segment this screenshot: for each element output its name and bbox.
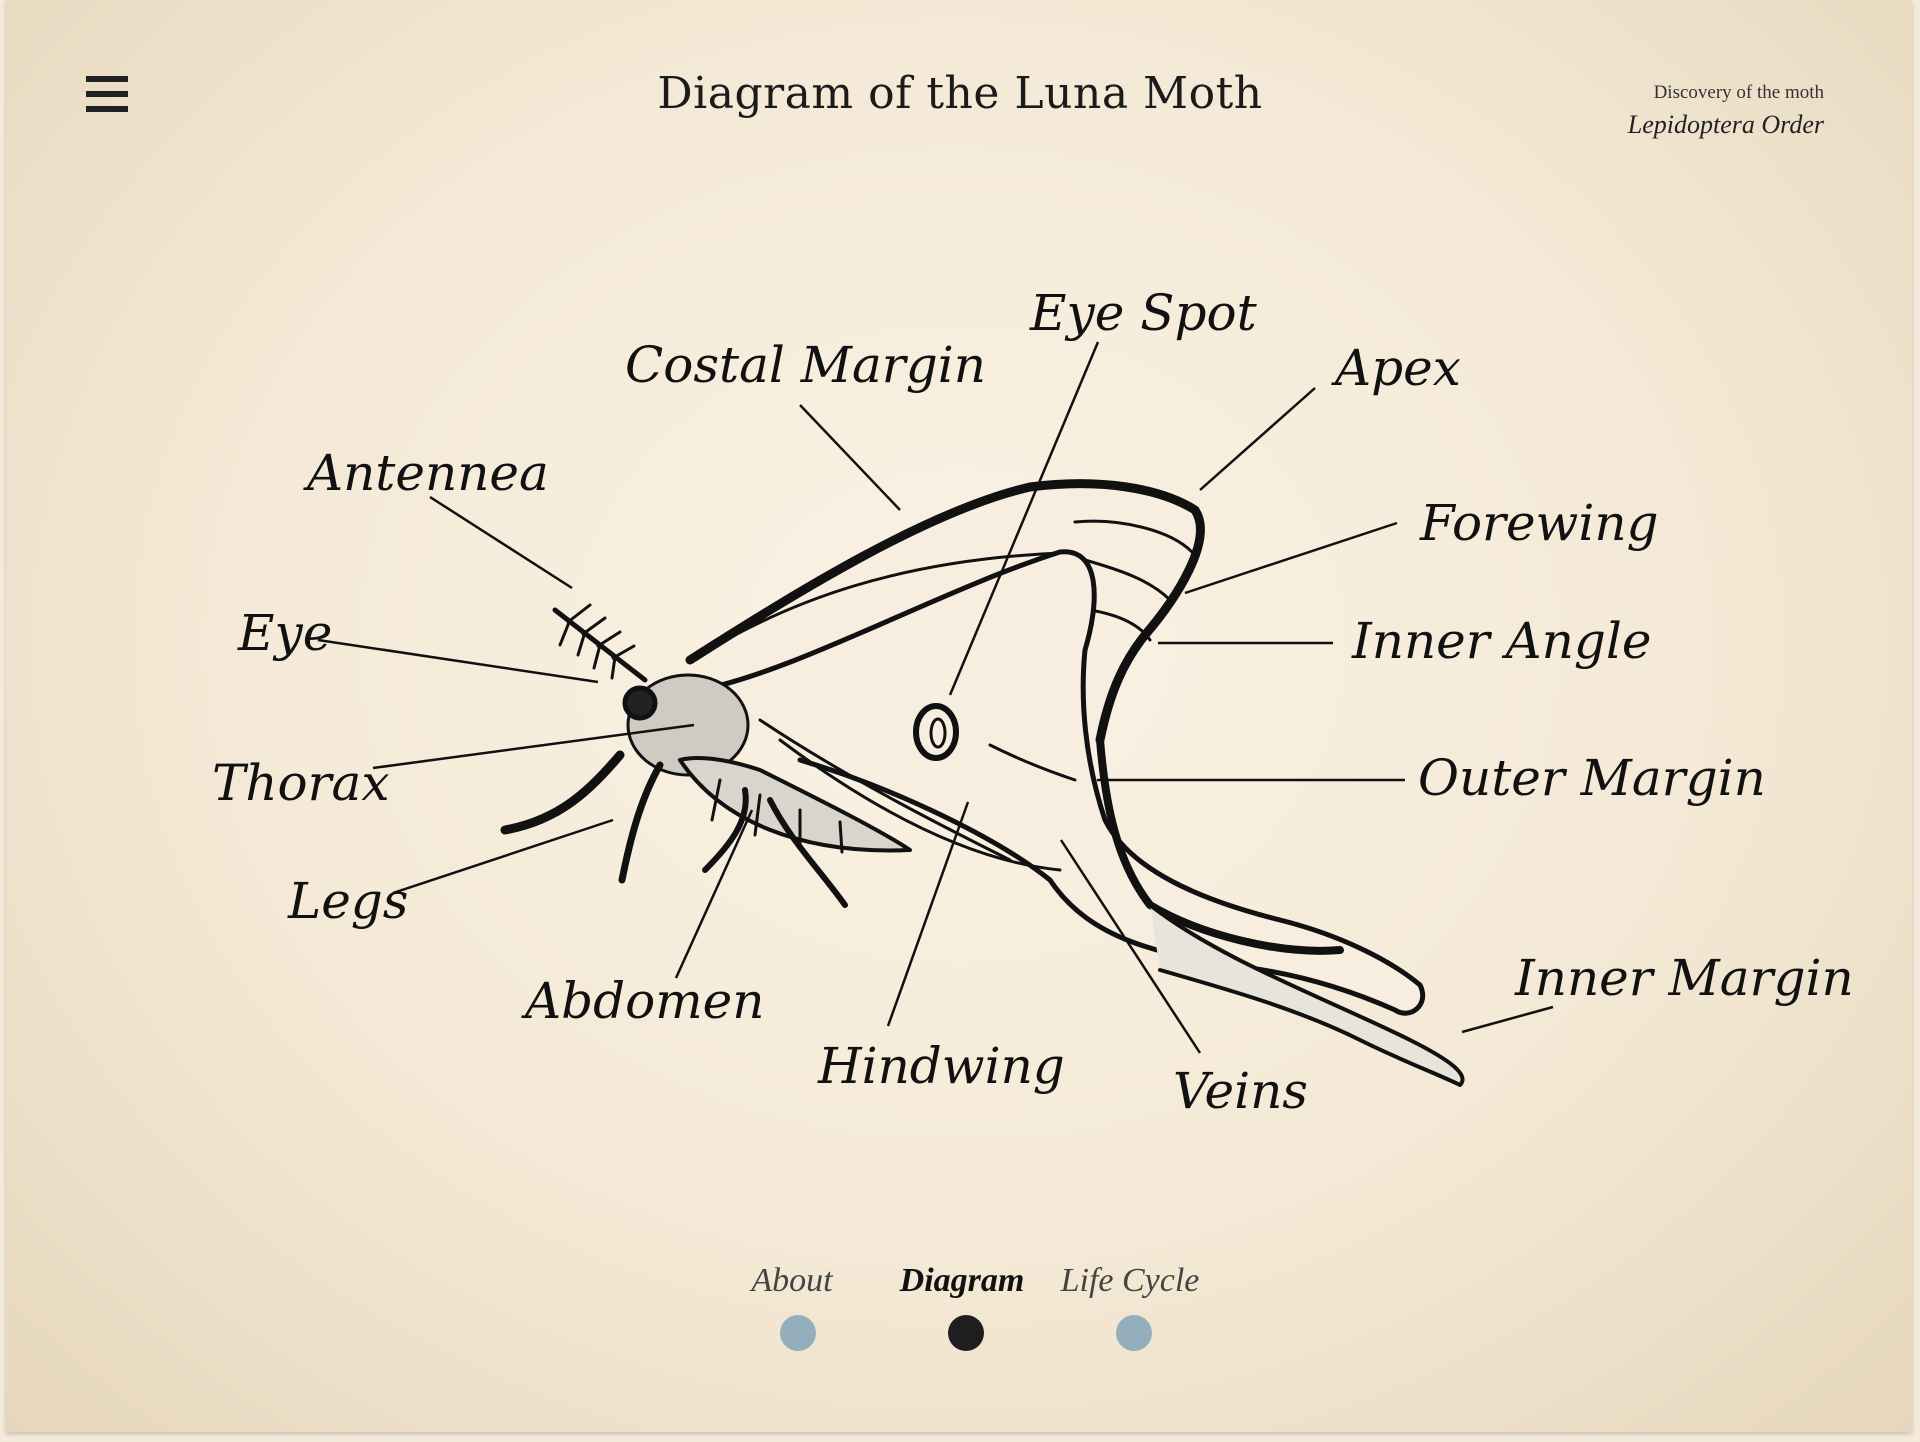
page-dot-diagram[interactable]	[948, 1315, 984, 1351]
leg	[618, 761, 664, 884]
leg	[702, 787, 749, 873]
leader-inner-margin	[1461, 1005, 1554, 1034]
tab-diagram[interactable]: Diagram	[899, 1262, 1025, 1299]
forewing-stripe	[1083, 558, 1172, 602]
leader-lines	[317, 341, 1554, 1054]
label-veins: Veins	[1173, 1062, 1308, 1120]
label-costal-margin: Costal Margin	[625, 336, 986, 394]
hindwing	[697, 549, 1426, 1016]
tab-life-cycle[interactable]: Life Cycle	[1060, 1262, 1200, 1299]
leader-abdomen	[674, 809, 754, 979]
label-outer-margin: Outer Margin	[1418, 749, 1766, 807]
label-hindwing: Hindwing	[817, 1037, 1065, 1095]
moth-illustration	[500, 479, 1465, 1087]
moth-eye	[622, 685, 658, 721]
hamburger-menu-icon[interactable]	[86, 76, 128, 112]
label-inner-angle: Inner Angle	[1351, 612, 1651, 670]
hindwing-tail	[1148, 903, 1465, 1087]
label-thorax: Thorax	[212, 754, 390, 812]
abdomen-segments	[710, 778, 844, 854]
page-dot-life-cycle[interactable]	[1116, 1315, 1152, 1351]
leg	[767, 797, 848, 908]
label-eye-spot: Eye Spot	[1029, 284, 1258, 342]
order-label: Lepidoptera Order	[1627, 110, 1824, 139]
forewing-stripe	[698, 551, 1062, 657]
leader-thorax	[372, 723, 695, 770]
label-antennea: Antennea	[303, 444, 549, 502]
diagram-labels: Eye Spot Costal Margin Apex Antennea For…	[212, 284, 1854, 1120]
leader-antennea	[429, 495, 573, 590]
label-inner-margin: Inner Margin	[1514, 949, 1854, 1007]
vein	[778, 738, 1062, 872]
leader-veins	[1059, 839, 1202, 1054]
eye-spot-center	[929, 717, 947, 749]
forewing-stripe	[1073, 519, 1194, 554]
leader-eye-spot	[948, 341, 1100, 696]
menu-bar	[86, 76, 128, 82]
page-title: Diagram of the Luna Moth	[657, 68, 1263, 119]
leader-forewing	[1184, 521, 1398, 595]
label-abdomen: Abdomen	[521, 972, 764, 1030]
leg	[500, 750, 625, 835]
discovery-link[interactable]: Discovery of the moth	[1653, 82, 1824, 103]
menu-bar	[86, 106, 128, 112]
menu-bar	[86, 91, 128, 97]
page-dot-about[interactable]	[780, 1315, 816, 1351]
label-eye: Eye	[237, 604, 332, 662]
label-forewing: Forewing	[1419, 494, 1659, 552]
forewing-stripe	[1088, 608, 1152, 642]
vein	[988, 743, 1077, 782]
tab-about[interactable]: About	[751, 1262, 833, 1299]
leader-apex	[1199, 387, 1316, 491]
eye-spot-mark	[913, 703, 959, 761]
leader-eye	[317, 638, 599, 684]
leader-legs	[392, 818, 614, 895]
vein	[758, 718, 1012, 862]
label-legs: Legs	[287, 872, 408, 930]
antenna-feather	[558, 603, 636, 680]
leader-hindwing	[886, 801, 970, 1027]
leader-costal-margin	[799, 404, 901, 511]
label-apex: Apex	[1331, 339, 1461, 397]
